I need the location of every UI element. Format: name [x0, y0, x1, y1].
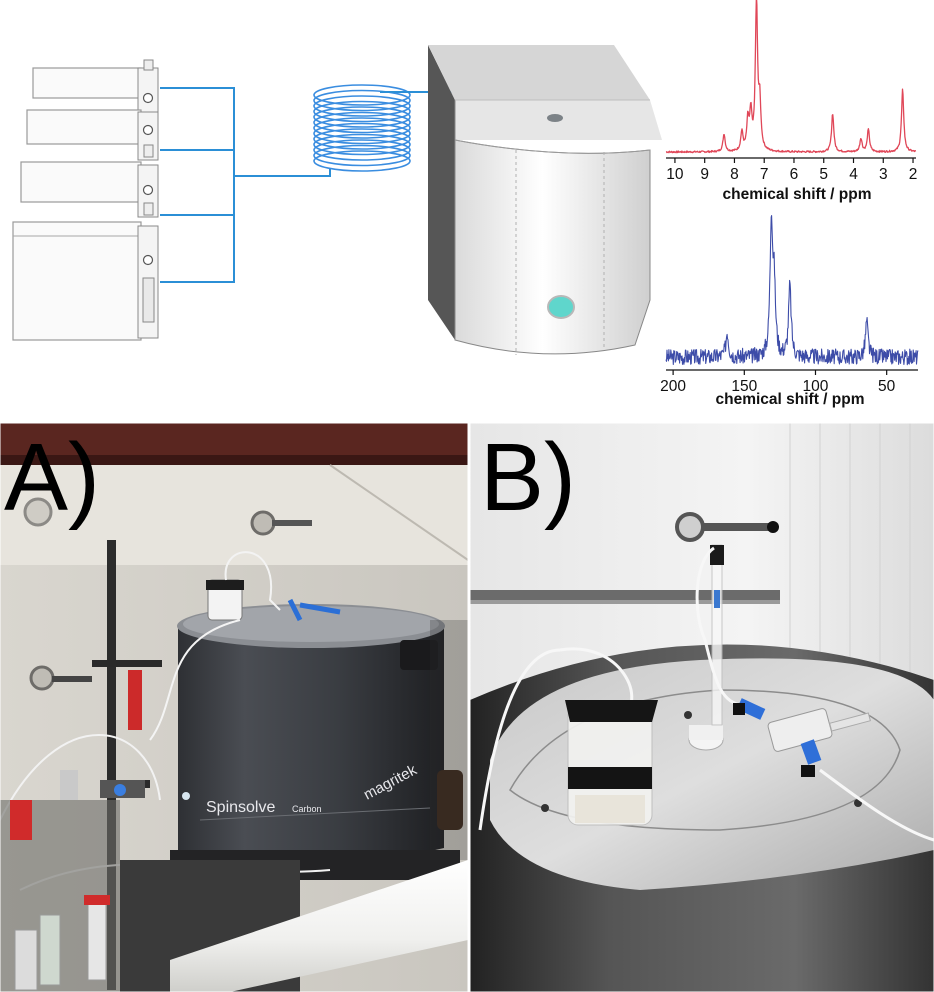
coil-loop	[313, 139, 411, 161]
tick-label: 2	[909, 166, 918, 183]
carbon-trace	[665, 215, 919, 366]
power-led-icon	[182, 792, 190, 800]
paper-roll	[170, 860, 468, 992]
photo-panel-a: Spinsolve Carbon magritek	[0, 422, 469, 992]
tick-label: 6	[790, 166, 799, 183]
coil-loop	[313, 111, 411, 134]
flow-schematic: 10 9 8 7 6 5 4 3 2 chemical shift / ppm 200 150 10…	[12, 0, 919, 408]
tick-label: 5	[819, 166, 828, 183]
coil-loop	[313, 122, 411, 145]
proton-ticks: 10 9 8 7 6 5 4 3 2	[666, 158, 917, 183]
photo-panel-b: B)	[469, 422, 934, 992]
tick-label: 9	[700, 166, 709, 183]
tick-label: 50	[878, 378, 896, 395]
proton-trace	[665, 0, 917, 154]
reagent-bottle	[437, 770, 463, 830]
sample-port	[547, 114, 563, 122]
coil-loop	[313, 117, 411, 139]
wall-fitting	[29, 665, 55, 691]
tick-label: 200	[660, 378, 686, 395]
carbon-spectrum: 200 150 100 50 chemical shift / ppm	[660, 215, 919, 408]
brand-name: Spinsolve	[206, 799, 275, 816]
tick-label: 100	[803, 378, 829, 395]
syringe-pump	[20, 161, 159, 218]
coil-loop	[313, 89, 411, 112]
coil-loop	[313, 84, 411, 106]
coil-loop	[313, 133, 411, 156]
tick-label: 10	[666, 166, 684, 183]
coil-loop	[313, 106, 411, 128]
syringe-pump	[26, 109, 159, 161]
tick-label: 8	[730, 166, 739, 183]
spectrometer-body	[178, 612, 444, 866]
tick-label: 3	[879, 166, 888, 183]
lab-stand-rod	[107, 540, 116, 990]
panel-label-b: B)	[480, 424, 576, 531]
coil-loop	[313, 150, 411, 172]
wall-valve	[703, 523, 773, 531]
coil-loop	[313, 128, 411, 150]
proton-axis-title: chemical shift / ppm	[722, 186, 871, 203]
tubing	[695, 546, 741, 707]
syringe-pump	[12, 221, 159, 341]
nmr-magnet-3d	[428, 45, 662, 355]
sample-jar	[565, 700, 658, 826]
tick-label: 150	[731, 378, 757, 395]
status-indicator-icon	[547, 295, 575, 319]
coil-loop	[313, 144, 411, 167]
coil-loop	[313, 100, 411, 123]
wall-fitting	[23, 497, 53, 527]
carbon-ticks: 200 150 100 50	[660, 370, 896, 395]
wall-valve	[272, 520, 312, 526]
syringe-pump-stack	[12, 59, 159, 341]
panel-label-a: A)	[4, 424, 100, 531]
wall-fitting	[675, 512, 705, 542]
tee-connector	[733, 698, 871, 777]
brand-suffix: Carbon	[292, 804, 322, 814]
carbon-axis-title: chemical shift / ppm	[715, 391, 864, 408]
tick-label: 4	[849, 166, 858, 183]
tubing-manifold	[160, 87, 331, 283]
tubing	[224, 551, 281, 611]
tick-label: 7	[760, 166, 769, 183]
proton-spectrum: 10 9 8 7 6 5 4 3 2 chemical shift / ppm	[665, 0, 917, 203]
wall-fitting	[250, 510, 276, 536]
coil-loop	[313, 95, 411, 117]
reactor-coil	[313, 84, 411, 172]
